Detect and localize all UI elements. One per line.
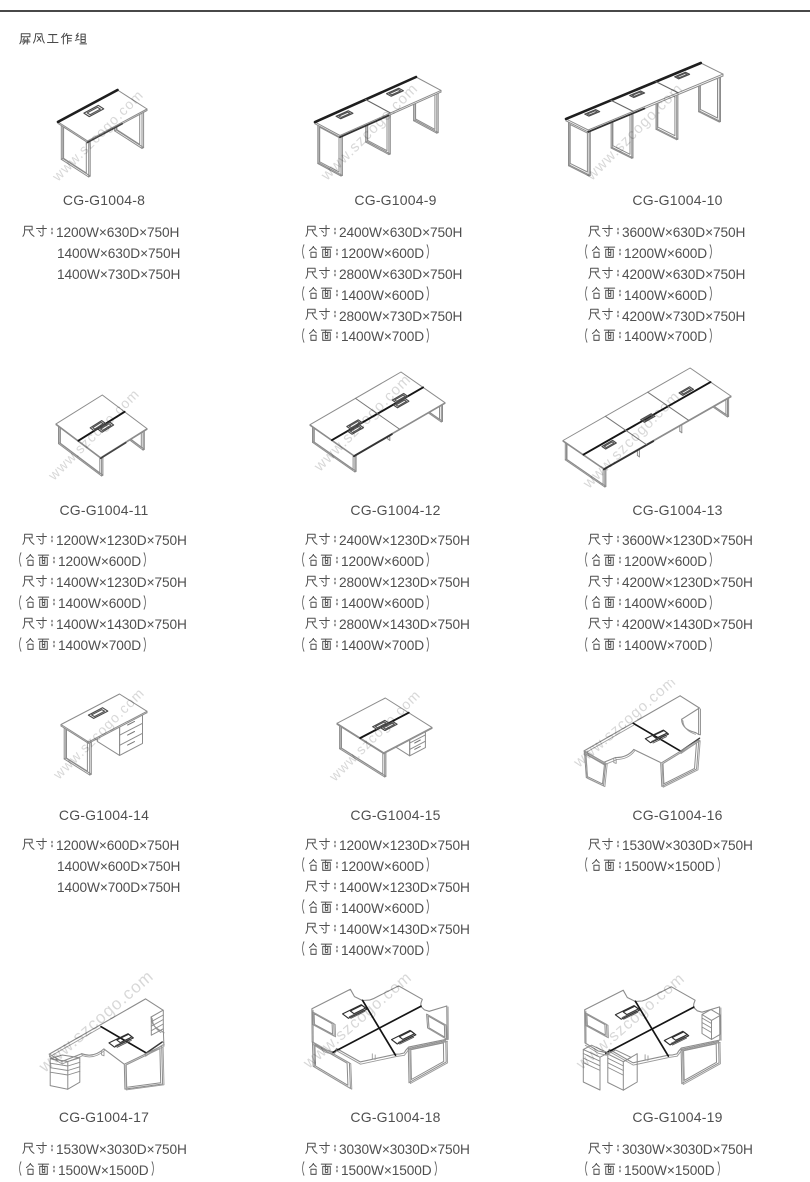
svg-text:www.szcogo.com: www.szcogo.com — [34, 971, 157, 1077]
svg-text:www.szcogo.com: www.szcogo.com — [300, 969, 416, 1073]
